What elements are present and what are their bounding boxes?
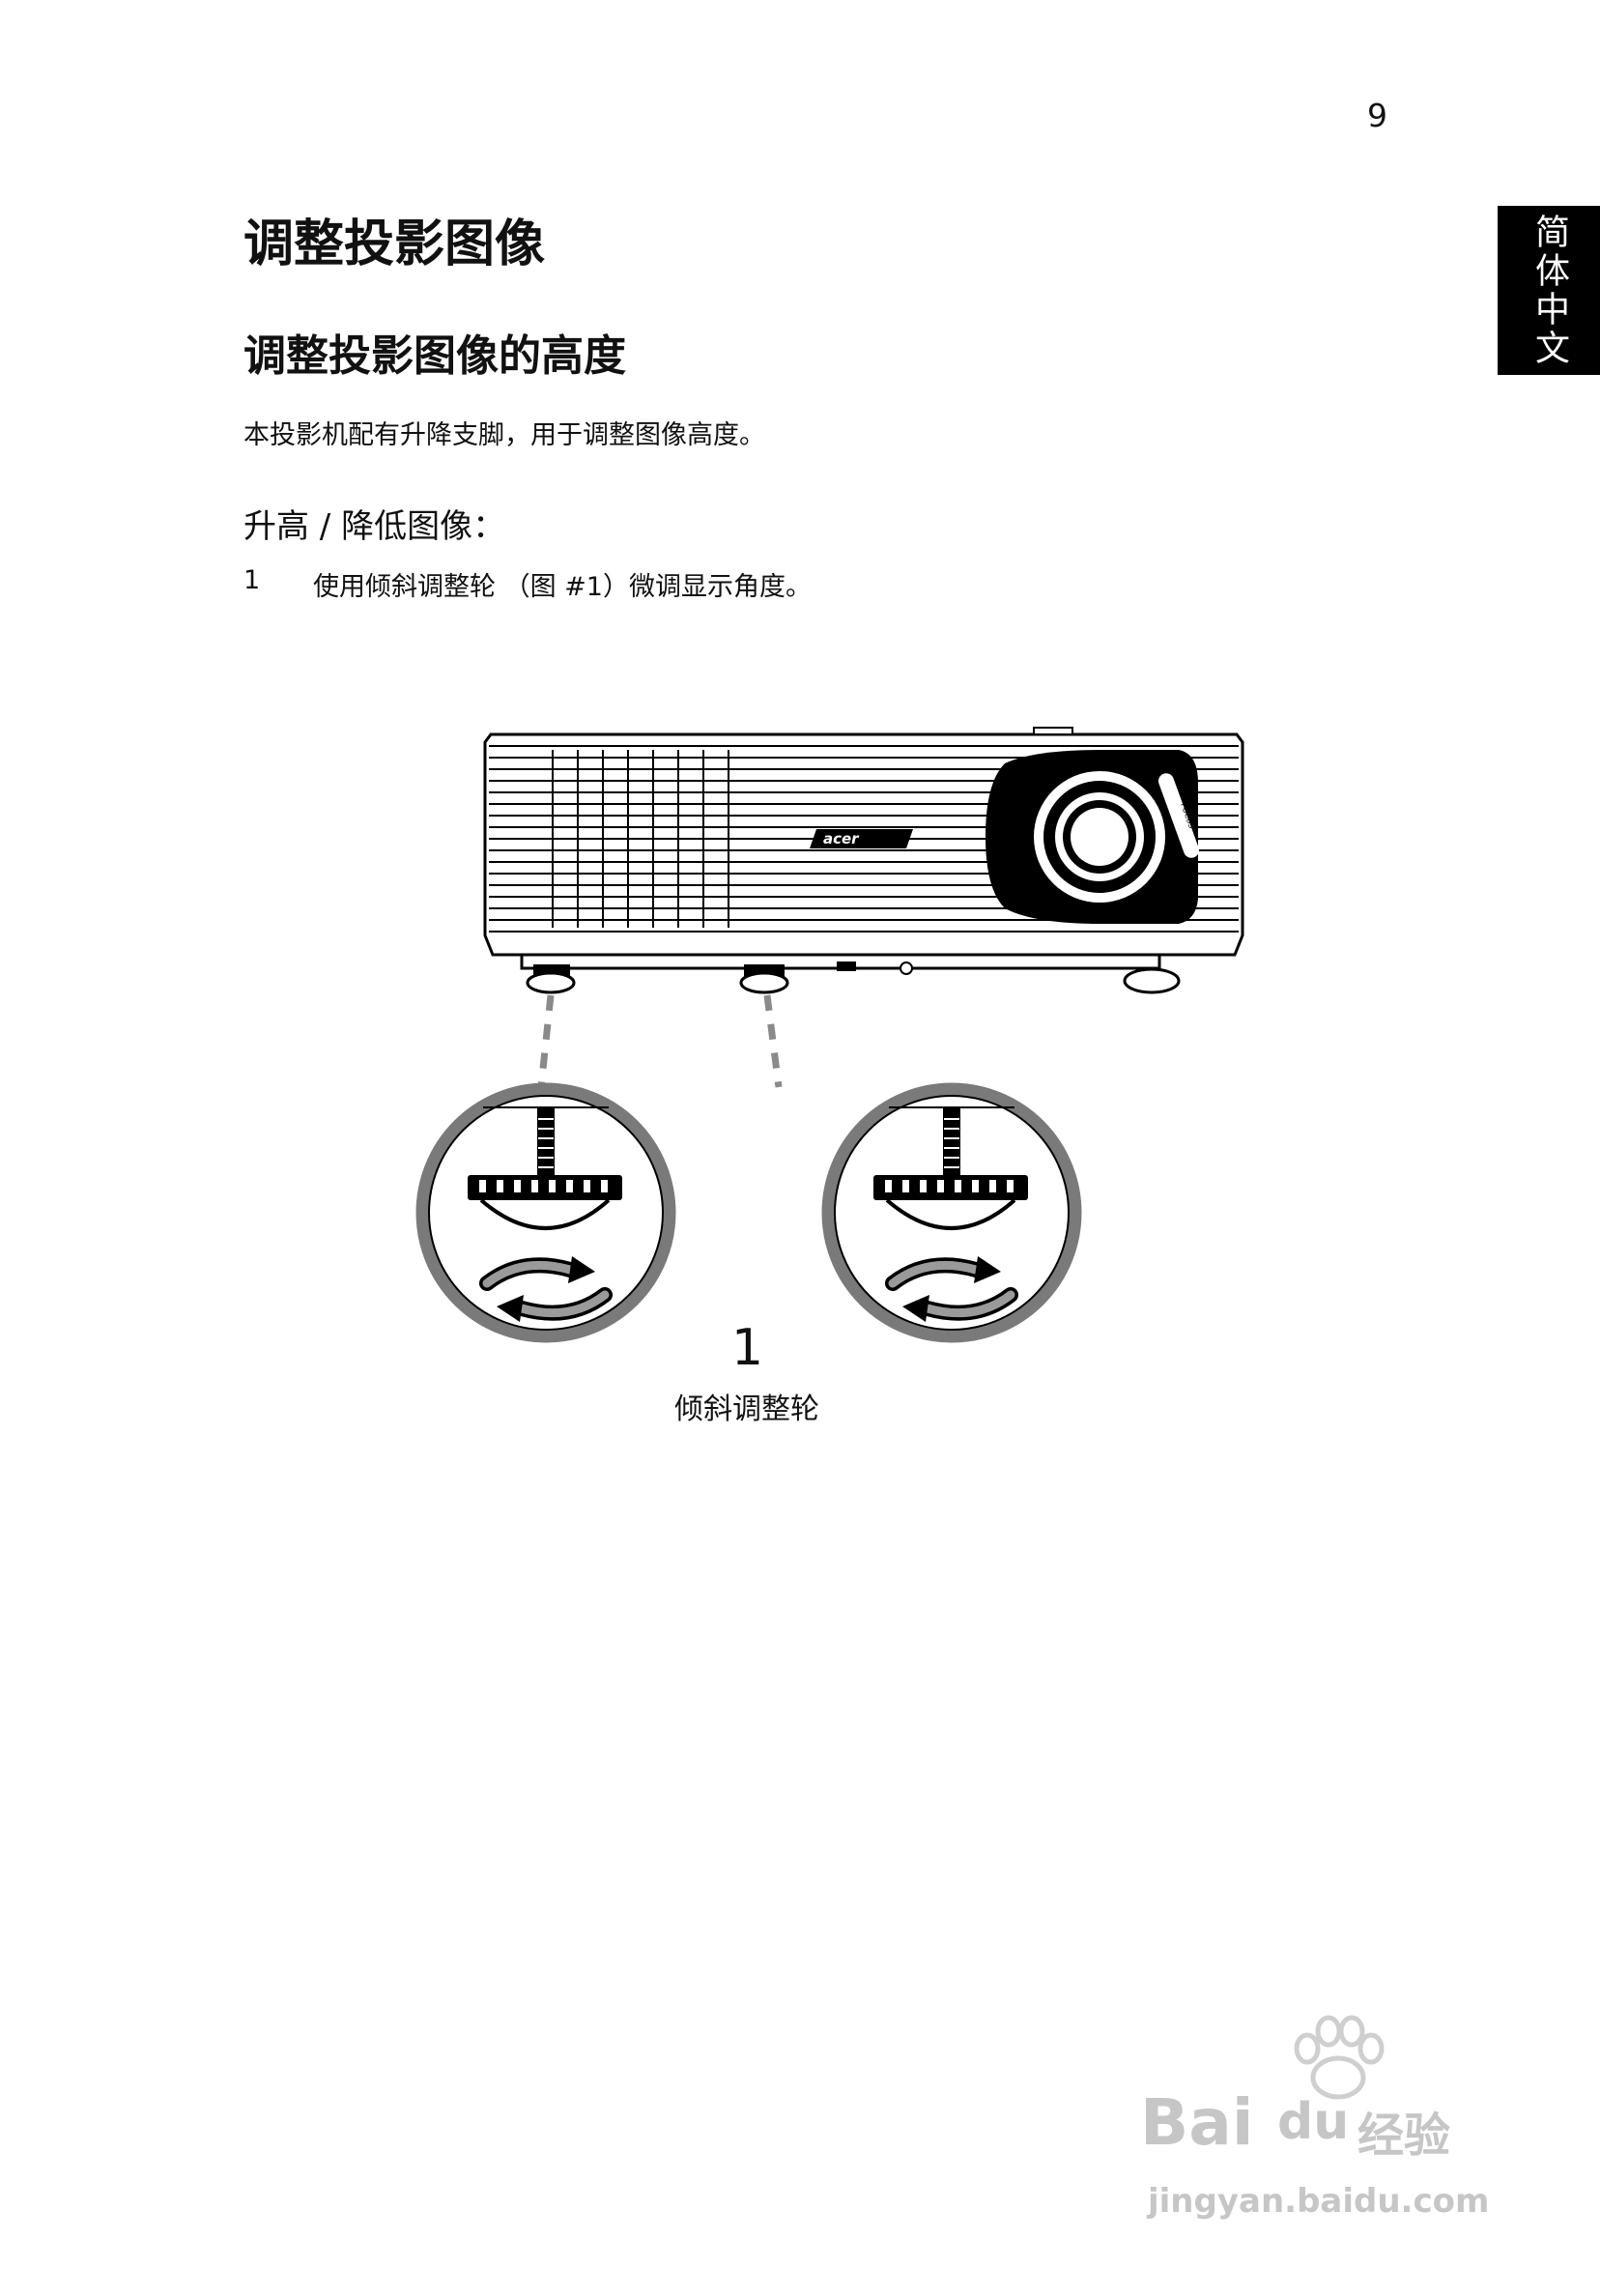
step-text: 使用倾斜调整轮 （图 #1）微调显示角度。 — [313, 572, 812, 602]
watermark-brand-cn: 经验 — [1357, 2109, 1451, 2163]
vent-grid — [552, 750, 729, 928]
figure-callout-number: 1 — [731, 1319, 764, 1377]
step-1: 1 使用倾斜调整轮 （图 #1）微调显示角度。 — [243, 565, 812, 603]
watermark-brand-left: Bai — [1140, 2085, 1254, 2160]
projector-base — [520, 953, 1181, 994]
projector-illustration: acer FOCUS — [415, 727, 1244, 1343]
section-title: 调整投影图像的高度 — [243, 331, 626, 381]
leader-lines — [537, 994, 783, 1088]
logo-plate: acer — [810, 829, 913, 848]
step-number: 1 — [243, 565, 261, 595]
watermark-url: jingyan.baidu.com — [1148, 2182, 1490, 2221]
tilt-wheel-detail-left — [415, 1082, 676, 1343]
svg-text:acer: acer — [823, 830, 860, 847]
page-title: 调整投影图像 — [243, 215, 546, 273]
language-tab-label: 简体中文 — [1529, 213, 1569, 368]
language-tab: 简体中文 — [1498, 206, 1600, 375]
page-number: 9 — [1367, 97, 1387, 134]
intro-paragraph: 本投影机配有升降支脚，用于调整图像高度。 — [243, 420, 765, 450]
paw-icon — [1294, 2015, 1385, 2100]
tilt-wheel-detail-right — [821, 1082, 1082, 1343]
watermark-brand-right: du — [1277, 2093, 1350, 2151]
lens-assembly: FOCUS — [986, 750, 1199, 924]
procedure-heading: 升高 / 降低图像： — [243, 507, 506, 546]
baidu-watermark: Bai du 经验 jingyan.baidu.com — [1111, 2010, 1517, 2242]
figure-callout-label: 倾斜调整轮 — [674, 1392, 819, 1426]
